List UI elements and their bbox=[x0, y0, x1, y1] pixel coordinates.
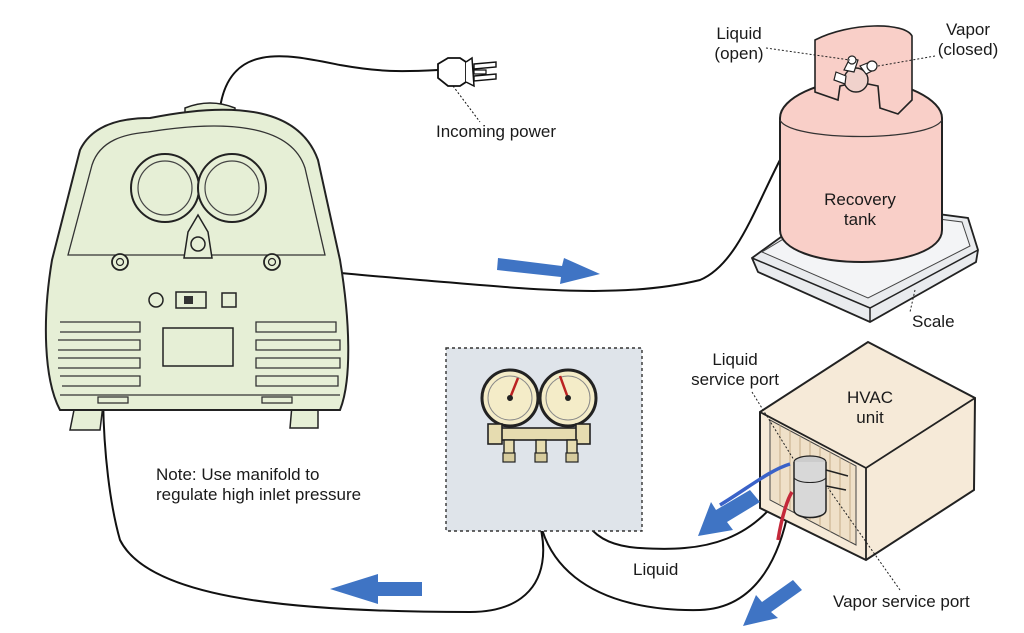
outlet-hose bbox=[271, 77, 851, 292]
hvac-unit-label: HVAC unit bbox=[838, 388, 902, 428]
vapor-service-port-label: Vapor service port bbox=[833, 592, 970, 611]
recovery-tank-label: Recovery tank bbox=[812, 190, 908, 230]
manifold-panel bbox=[445, 347, 643, 532]
tank-leaders bbox=[765, 47, 936, 313]
liquid-valve-label: Liquid (open) bbox=[706, 24, 772, 64]
flow-arrows bbox=[330, 258, 802, 626]
flow-arrow-icon bbox=[497, 258, 600, 284]
vapor-valve-label: Vapor (closed) bbox=[926, 20, 1010, 60]
flow-arrow-icon bbox=[743, 580, 802, 626]
power-plug-icon bbox=[437, 56, 497, 88]
liquid-valve-line2: (open) bbox=[714, 44, 764, 63]
liquid-service-port-line1: Liquid bbox=[712, 350, 758, 369]
recovery-tank-line1: Recovery bbox=[824, 190, 896, 209]
pressure-gauge-icon bbox=[538, 368, 598, 428]
hvac-unit-line1: HVAC bbox=[847, 388, 893, 407]
note-line1: Note: Use manifold to bbox=[156, 465, 320, 484]
incoming-power-label: Incoming power bbox=[436, 122, 557, 141]
note-line2: regulate high inlet pressure bbox=[156, 485, 362, 504]
liquid-service-port-line2: service port bbox=[691, 370, 779, 389]
hvac-unit bbox=[719, 340, 977, 562]
recovery-tank-line2: tank bbox=[843, 210, 877, 229]
liquid-valve-line1: Liquid bbox=[716, 24, 762, 43]
recovery-tank bbox=[779, 25, 943, 264]
manifold-to-vapor-hose bbox=[535, 461, 791, 612]
incoming-power-leader bbox=[452, 85, 481, 123]
recovery-machine bbox=[44, 102, 350, 431]
flow-arrow-icon bbox=[698, 490, 760, 536]
liquid-line-label: Liquid bbox=[633, 560, 679, 579]
vapor-valve-line1: Vapor bbox=[945, 20, 991, 39]
liquid-service-port-label: Liquid service port bbox=[682, 350, 788, 390]
vapor-valve-line2: (closed) bbox=[937, 40, 999, 59]
note-label: Note: Use manifold to regulate high inle… bbox=[156, 465, 361, 505]
flow-arrow-icon bbox=[330, 574, 422, 604]
pressure-gauge-icon bbox=[480, 368, 540, 428]
scale-label: Scale bbox=[912, 312, 955, 331]
hvac-unit-line2: unit bbox=[856, 408, 884, 427]
power-cord bbox=[219, 55, 439, 109]
hvac-leaders bbox=[751, 391, 901, 591]
